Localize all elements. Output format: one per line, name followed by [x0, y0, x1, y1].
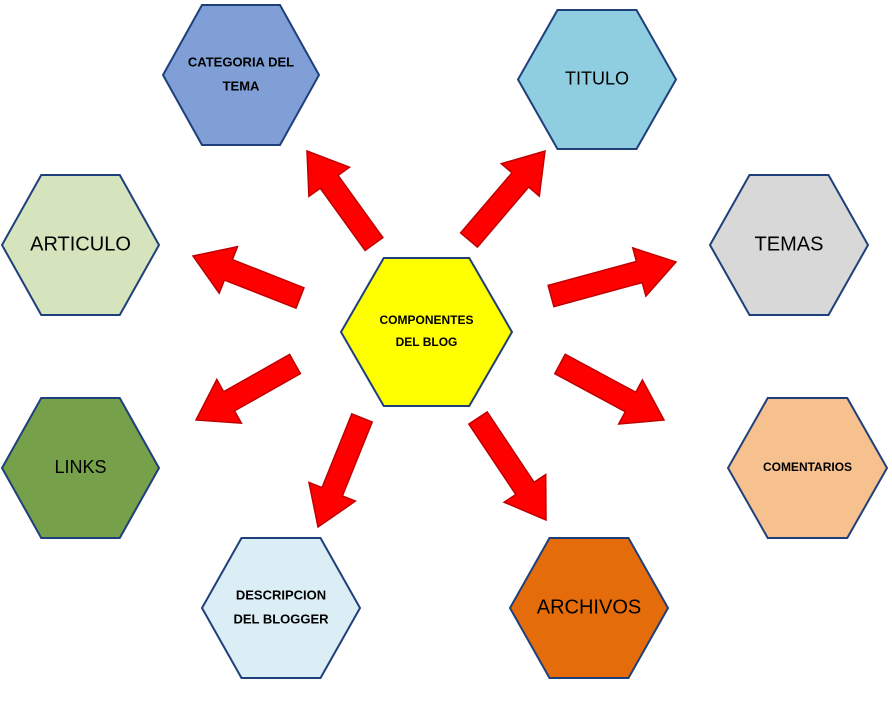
- node-links-hexagon: [0, 397, 161, 539]
- node-categoria-del-tema-label-line-2: TEMA: [223, 78, 260, 93]
- center-node-hexagon: [339, 257, 514, 407]
- node-descripcion-del-blogger-label-line-2: DEL BLOGGER: [233, 611, 329, 626]
- node-categoria-del-tema-hexagon: [161, 4, 321, 146]
- node-archivos-hexagon: [508, 537, 670, 679]
- node-titulo: TITULO: [516, 9, 678, 150]
- node-titulo-label-line-1: TITULO: [565, 68, 629, 88]
- node-categoria-del-tema: CATEGORIA DEL TEMA: [161, 4, 321, 146]
- arrow-to-titulo: [459, 149, 546, 249]
- node-descripcion-del-blogger: DESCRIPCION DEL BLOGGER: [200, 537, 362, 679]
- node-descripcion-del-blogger-label-line-1: DESCRIPCION: [236, 587, 326, 602]
- node-archivos-label-line-1: ARCHIVOS: [537, 596, 641, 618]
- arrow-to-links: [194, 353, 302, 424]
- arrow-to-articulo: [191, 245, 305, 310]
- arrow-to-categoria-del-tema: [306, 149, 384, 252]
- node-comentarios: COMENTARIOS: [726, 397, 889, 539]
- node-titulo-hexagon: [516, 9, 678, 150]
- arrows-layer: [191, 149, 678, 529]
- node-descripcion-del-blogger-hexagon: [200, 537, 362, 679]
- node-temas-label-line-1: TEMAS: [755, 233, 824, 255]
- arrow-to-archivos: [467, 410, 547, 522]
- node-articulo-label-line-1: ARTICULO: [30, 233, 131, 255]
- arrow-to-temas: [547, 246, 678, 308]
- node-comentarios-hexagon: [726, 397, 889, 539]
- node-links: LINKS: [0, 397, 161, 539]
- center-node-label-line-1: COMPONENTES: [379, 313, 473, 327]
- node-categoria-del-tema-label-line-1: CATEGORIA DEL: [188, 54, 294, 69]
- arrow-to-descripcion-del-blogger: [307, 412, 374, 529]
- node-temas-hexagon: [708, 174, 870, 316]
- center-node: COMPONENTES DEL BLOG: [339, 257, 514, 407]
- node-temas: TEMAS: [708, 174, 870, 316]
- node-articulo-hexagon: [0, 174, 161, 316]
- node-archivos: ARCHIVOS: [508, 537, 670, 679]
- node-links-label-line-1: LINKS: [54, 457, 106, 477]
- hexagons-layer: COMPONENTES DEL BLOG CATEGORIA DEL TEMA TITU…: [0, 4, 889, 679]
- node-articulo: ARTICULO: [0, 174, 161, 316]
- arrow-to-comentarios: [553, 353, 666, 425]
- node-comentarios-label-line-1: COMENTARIOS: [763, 460, 852, 474]
- center-node-label-line-2: DEL BLOG: [396, 335, 458, 349]
